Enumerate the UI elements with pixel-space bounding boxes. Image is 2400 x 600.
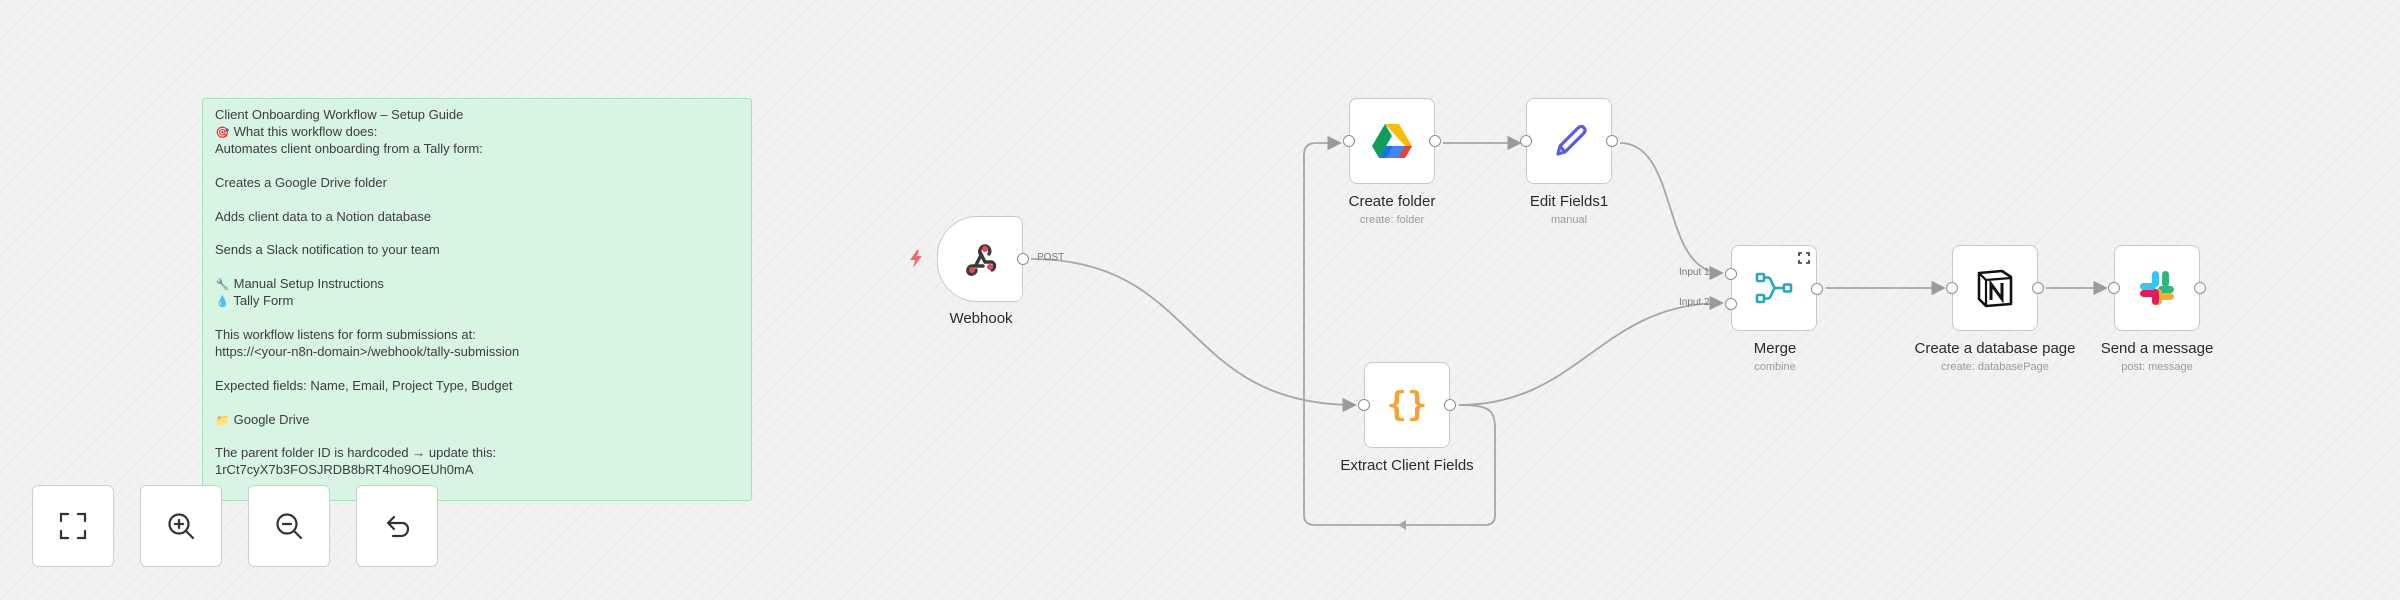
slack-subtitle: post: message (2121, 361, 2193, 373)
zoom-in-button[interactable] (140, 485, 222, 567)
sticky-drive-heading: Google Drive (233, 411, 310, 427)
webhook-title: Webhook (949, 310, 1013, 327)
zoom-in-icon (168, 513, 195, 540)
folder-emoji-icon: 📁 (215, 414, 230, 427)
fit-view-button[interactable] (32, 485, 114, 567)
google-drive-icon (1372, 124, 1412, 158)
slack-input-port[interactable] (2108, 282, 2120, 294)
pen-icon (1556, 124, 1587, 156)
slack-icon (2140, 271, 2174, 305)
create-folder-title: Create folder (1348, 193, 1436, 210)
zoom-out-icon (276, 513, 303, 540)
merge-input-1-label: Input 1 (1679, 267, 1710, 278)
create-folder-input-port[interactable] (1343, 135, 1355, 147)
undo-icon (386, 515, 410, 538)
webhook-post-label: POST (1037, 252, 1065, 263)
merge-icon (1755, 272, 1793, 304)
sticky-folder-id: 1rCt7cyX7b3FOSJRDB8bRT4ho9OEUh0mA (215, 462, 474, 478)
node-slack-send-message[interactable] (2108, 245, 2206, 331)
target-emoji-icon: 🎯 (215, 127, 230, 140)
node-merge[interactable] (1725, 245, 1823, 331)
node-edit-fields[interactable] (1520, 98, 1618, 184)
sticky-note[interactable]: Client Onboarding Workflow – Setup Guide… (202, 98, 752, 501)
extract-output-port[interactable] (1444, 399, 1456, 411)
edit-fields-output-port[interactable] (1606, 135, 1618, 147)
edge-extract-merge (1458, 295, 1724, 406)
webhook-icon (966, 244, 997, 276)
sticky-expected: Expected fields: Name, Email, Project Ty… (215, 377, 513, 393)
edge-editfields-merge (1619, 142, 1724, 281)
sticky-parent: The parent folder ID is hardcoded → upda… (215, 445, 497, 461)
notion-subtitle: create: databasePage (1941, 361, 2049, 373)
lightning-icon (910, 250, 922, 268)
edge-webhook-extract (1030, 258, 1357, 413)
undo-button[interactable] (356, 485, 438, 567)
notion-title: Create a database page (1914, 340, 2076, 357)
merge-title: Merge (1753, 340, 1797, 357)
code-braces-icon: {} (1386, 385, 1428, 425)
create-folder-output-port[interactable] (1429, 135, 1441, 147)
slack-output-port[interactable] (2194, 282, 2206, 294)
merge-input-2-label: Input 2 (1679, 297, 1710, 308)
merge-output-port[interactable] (1811, 283, 1823, 295)
merge-subtitle: combine (1754, 361, 1796, 373)
extract-input-port[interactable] (1358, 399, 1370, 411)
edit-fields-subtitle: manual (1550, 214, 1588, 226)
notion-icon (1977, 269, 2013, 308)
node-notion-create-page[interactable] (1946, 245, 2044, 331)
create-folder-subtitle: create: folder (1359, 214, 1425, 226)
webhook-output-port[interactable] (1017, 253, 1029, 265)
edge-extract-createfolder (1303, 135, 1496, 526)
drop-emoji-icon: 💧 (215, 296, 230, 309)
merge-input-2-port[interactable] (1725, 298, 1737, 310)
wrench-emoji-icon: 🔧 (215, 279, 230, 292)
sticky-item-slack: Sends a Slack notification to your team (215, 242, 440, 258)
sticky-tally-heading: Tally Form (233, 293, 294, 309)
sticky-title: Client Onboarding Workflow – Setup Guide (215, 107, 464, 122)
expand-icon[interactable] (1798, 252, 1810, 264)
sticky-what-heading: What this workflow does: (233, 124, 378, 140)
sticky-listens: This workflow listens for form submissio… (215, 327, 476, 342)
edit-fields-title: Edit Fields1 (1529, 193, 1609, 210)
node-extract-client-fields[interactable]: {} (1358, 362, 1456, 448)
sticky-item-notion: Adds client data to a Notion database (215, 208, 432, 224)
slack-title: Send a message (2100, 340, 2214, 357)
sticky-manual-heading: Manual Setup Instructions (233, 276, 384, 292)
sticky-url: https://<your-n8n-domain>/webhook/tally-… (215, 344, 520, 360)
extract-title: Extract Client Fields (1340, 457, 1474, 474)
merge-input-1-port[interactable] (1725, 268, 1737, 280)
notion-output-port[interactable] (2032, 282, 2044, 294)
zoom-out-button[interactable] (248, 485, 330, 567)
edit-fields-input-port[interactable] (1520, 135, 1532, 147)
sticky-intro: Automates client onboarding from a Tally… (215, 141, 483, 157)
sticky-item-drive: Creates a Google Drive folder (215, 175, 387, 191)
node-create-folder[interactable] (1343, 98, 1441, 184)
notion-input-port[interactable] (1946, 282, 1958, 294)
fullscreen-icon (59, 512, 87, 540)
node-webhook[interactable] (937, 216, 1029, 302)
